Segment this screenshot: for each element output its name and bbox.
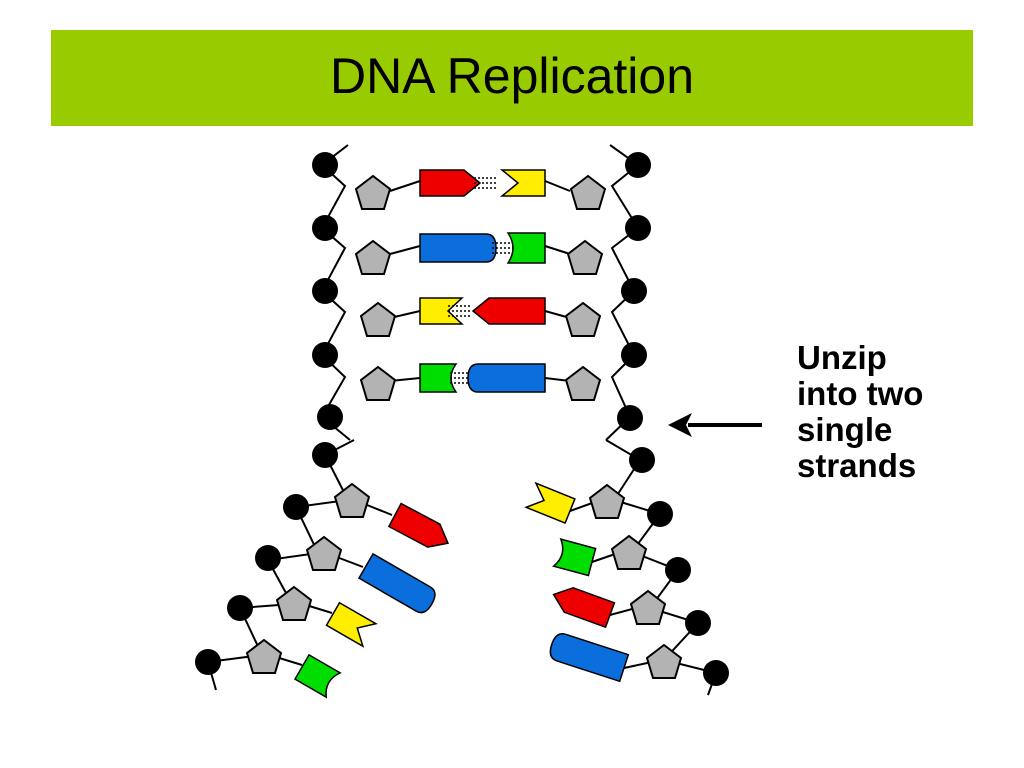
left-single-strand	[195, 439, 455, 698]
arrow-left-icon	[668, 413, 762, 437]
phosphate-icon	[629, 447, 729, 686]
base-pair-4	[419, 363, 546, 393]
sugar-icon	[246, 483, 370, 674]
page-title: DNA Replication	[329, 48, 695, 104]
base-pair-2	[419, 232, 546, 264]
strand-base-blue	[546, 630, 630, 683]
strand-base-blue	[358, 553, 440, 617]
base-pair-3	[419, 297, 546, 325]
strand-base-yellow	[525, 482, 576, 524]
right-single-strand	[525, 439, 729, 696]
sugar-icon	[355, 175, 396, 401]
strand-base-green	[294, 654, 341, 698]
strand-base-red	[548, 581, 616, 628]
unzip-annotation: Unzip into two single strands	[797, 340, 923, 484]
strand-base-green	[552, 538, 597, 577]
phosphate-icon	[617, 152, 651, 431]
strand-base-yellow	[325, 601, 377, 648]
title-bar: DNA Replication	[51, 30, 973, 126]
annotation-line-4: strands	[797, 447, 917, 484]
annotation-line-1: Unzip	[797, 339, 887, 376]
base-pair-1	[419, 169, 546, 197]
phosphate-icon	[195, 442, 338, 675]
zipped-double-helix	[312, 144, 651, 441]
phosphate-icon	[312, 152, 343, 430]
annotation-line-2: into two	[797, 375, 924, 412]
annotation-line-3: single	[797, 411, 893, 448]
strand-base-red	[388, 502, 455, 556]
sugar-icon	[565, 175, 606, 401]
